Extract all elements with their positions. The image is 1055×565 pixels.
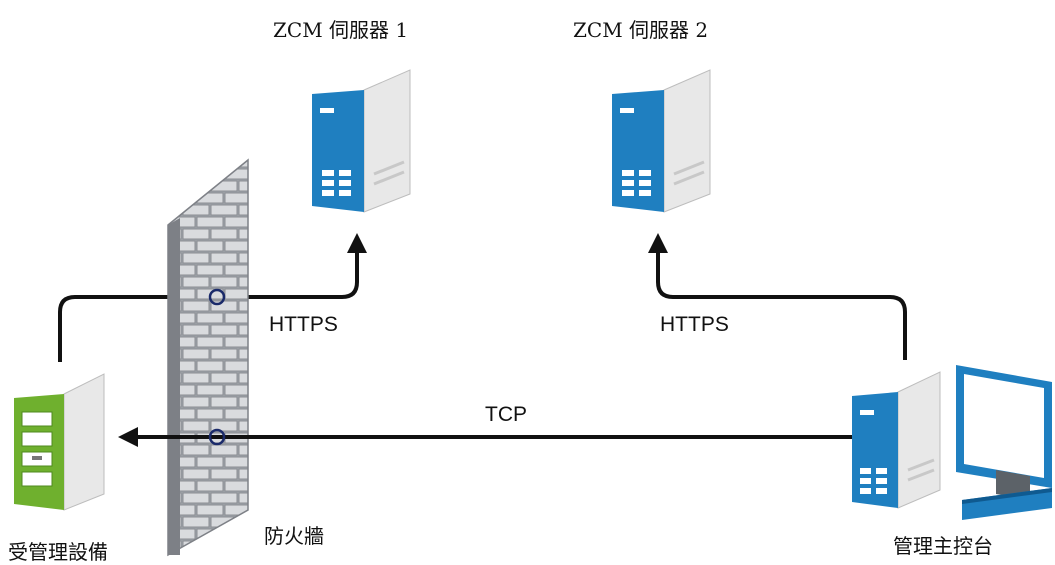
monitor-icon [956, 365, 1052, 520]
console-label: 管理主控台 [893, 534, 993, 558]
https-left-label: HTTPS [269, 313, 338, 336]
server-2-label: ZCM 伺服器 2 [573, 18, 709, 42]
server-2-icon [612, 69, 711, 213]
managed-device-icon [14, 373, 105, 511]
managed-device-label: 受管理設備 [8, 540, 108, 564]
https-connection-right [648, 233, 907, 360]
firewall-label: 防火牆 [264, 524, 324, 548]
firewall-port-tcp [208, 428, 226, 446]
tcp-label: TCP [485, 403, 527, 426]
console-tower-icon [852, 371, 941, 509]
server-1-icon [312, 69, 411, 213]
firewall-port-https [208, 288, 226, 306]
https-right-label: HTTPS [660, 313, 729, 336]
server-1-label: ZCM 伺服器 1 [273, 18, 409, 42]
firewall-icon [167, 158, 249, 557]
